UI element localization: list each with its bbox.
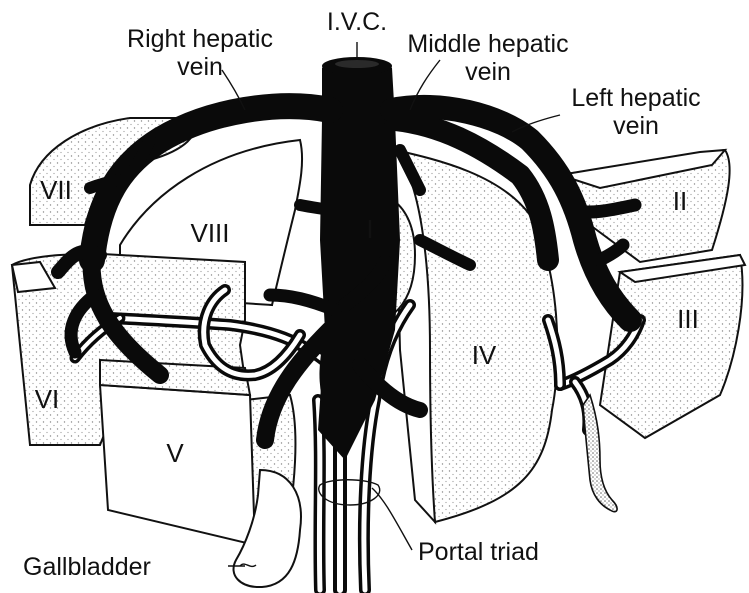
left-hepatic-vein-label-1: Left hepatic: [571, 84, 700, 112]
segment-vii-label: VII: [40, 175, 72, 205]
segment-ii-label: II: [673, 186, 687, 216]
left-hepatic-vein-label-2: vein: [613, 112, 659, 140]
segment-i-label: I: [366, 214, 373, 244]
right-hepatic-vein-label-2: vein: [177, 53, 223, 81]
middle-hepatic-vein-label-1: Middle hepatic: [407, 30, 568, 58]
right-hepatic-vein-label-1: Right hepatic: [127, 25, 273, 53]
segment-iii-label: III: [677, 304, 699, 334]
segment-iv-label: IV: [472, 340, 497, 370]
segment-vi-label: VI: [35, 384, 60, 414]
middle-hepatic-vein-label-2: vein: [465, 58, 511, 86]
gallbladder-label: Gallbladder: [23, 553, 151, 581]
segment-v-label: V: [166, 438, 184, 468]
ivc-label: I.V.C.: [327, 8, 387, 36]
portal-triad-label: Portal triad: [418, 538, 539, 566]
segment-viii-label: VIII: [190, 218, 229, 248]
